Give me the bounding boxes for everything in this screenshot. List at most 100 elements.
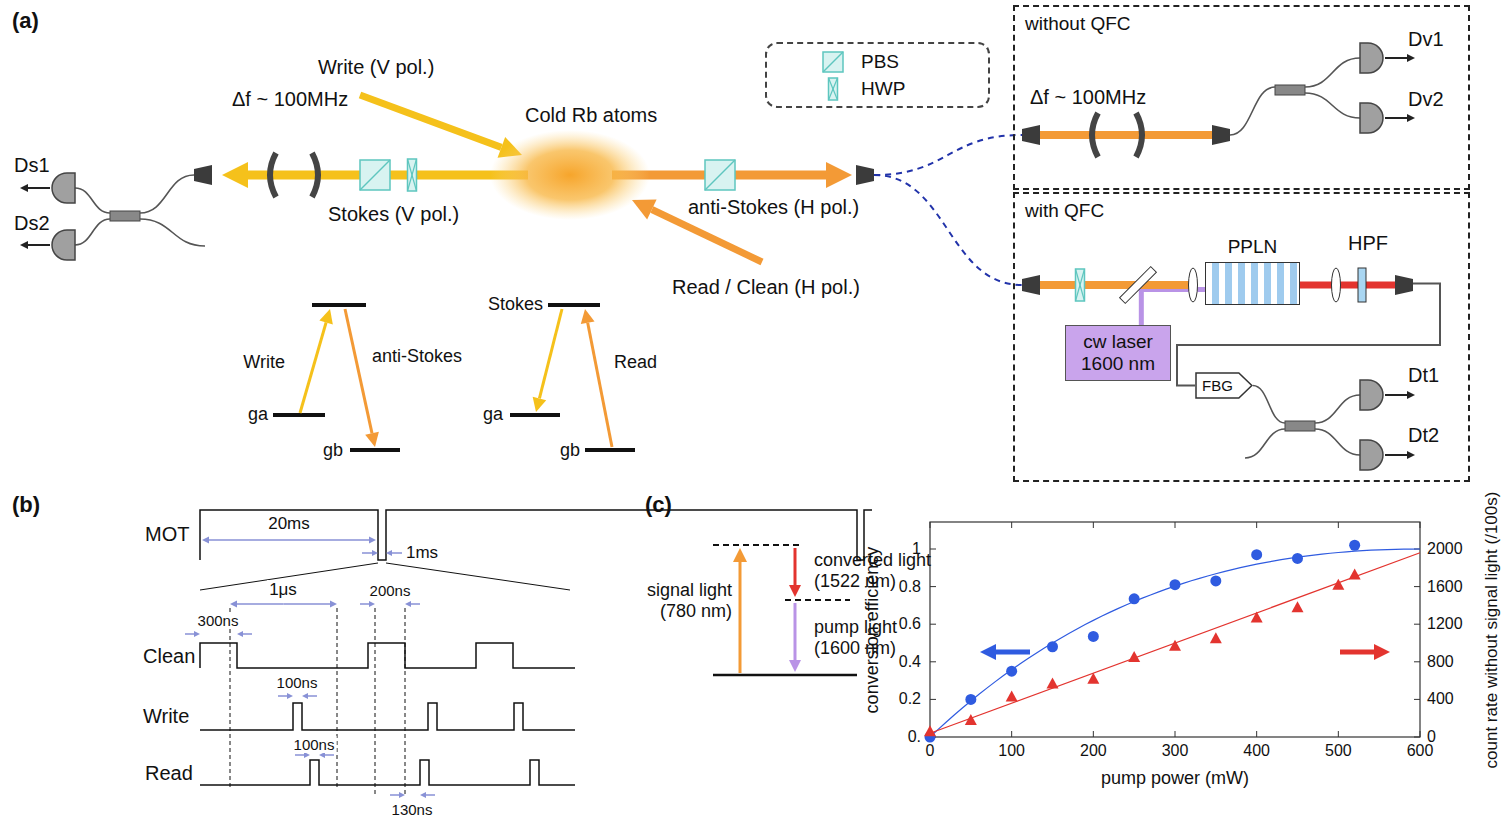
optical-fiber xyxy=(75,188,110,213)
lens xyxy=(1189,268,1198,302)
tick xyxy=(930,522,931,528)
count-point xyxy=(1292,601,1304,612)
tick xyxy=(1338,522,1339,528)
detector xyxy=(1360,440,1383,470)
figure-label: Read xyxy=(614,352,657,373)
figure-label: Ds2 xyxy=(14,212,50,235)
dimension-arrow-head xyxy=(420,792,426,798)
figure-label: pump power (mW) xyxy=(1101,768,1249,789)
collimator xyxy=(1212,125,1230,145)
dimension-arrow xyxy=(295,754,304,756)
optical-fiber xyxy=(1305,58,1360,87)
tick xyxy=(1256,522,1257,528)
waveplate xyxy=(408,159,417,191)
figure-label: Stokes xyxy=(488,294,543,315)
count-point xyxy=(965,714,977,725)
tick-label: 0.4 xyxy=(899,653,921,671)
cavity-mirror xyxy=(1136,113,1142,157)
dimension-arrow-head xyxy=(372,550,378,556)
efficiency-point xyxy=(1292,553,1303,564)
cavity-mirror xyxy=(270,153,276,197)
dimension-arrow-head xyxy=(399,792,405,798)
tick xyxy=(1175,731,1176,737)
read-waveform xyxy=(200,760,575,785)
detector xyxy=(52,173,75,203)
dimension-arrow xyxy=(243,633,252,635)
legend-item: PBS xyxy=(767,48,988,75)
converted-arrow xyxy=(794,548,797,585)
tick xyxy=(1338,731,1339,737)
converted-beam xyxy=(1300,282,1395,289)
figure-label: (b) xyxy=(12,492,40,517)
optical-fiber xyxy=(1230,87,1275,135)
waveplate-mark xyxy=(1076,269,1085,301)
output-arrow-head xyxy=(1407,451,1415,459)
mot-waveform xyxy=(200,510,872,560)
figure-label: 20ms xyxy=(266,514,312,534)
tick-label: 800 xyxy=(1427,653,1454,671)
output-arrow xyxy=(28,244,50,246)
collimator xyxy=(194,165,212,185)
tick xyxy=(1414,737,1420,738)
tick-label: 0.6 xyxy=(899,615,921,633)
figure-label: anti-Stokes xyxy=(372,346,462,367)
detector xyxy=(1360,380,1383,410)
tick xyxy=(1420,522,1421,528)
figure-label: ga xyxy=(483,404,503,425)
figure-label: gb xyxy=(323,440,343,461)
dimension-arrow-head xyxy=(194,631,200,637)
write-transition xyxy=(300,322,326,413)
tick xyxy=(1011,522,1012,528)
write-beam xyxy=(360,95,501,147)
dimension-arrow-head xyxy=(386,550,392,556)
fit-curve xyxy=(930,549,1420,737)
figure-label: 300ns xyxy=(196,612,241,629)
waveplate-mark xyxy=(1076,269,1085,301)
tick xyxy=(930,624,936,625)
figure-label: 130ns xyxy=(390,801,435,818)
dimension-arrow-head xyxy=(237,631,243,637)
pbs-cube xyxy=(823,52,843,72)
cavity-mirror xyxy=(1092,113,1098,157)
energy-level xyxy=(312,303,366,307)
output-arrow-head xyxy=(20,241,28,249)
tick-label: 500 xyxy=(1325,742,1352,760)
legend-box: PBS HWP xyxy=(765,42,990,108)
output-arrow-head xyxy=(1407,54,1415,62)
figure-label: Clean xyxy=(143,645,195,668)
dimension-arrow-head xyxy=(369,537,376,544)
legend-item: HWP xyxy=(767,75,988,102)
read-transition-head xyxy=(581,309,595,324)
pbs-diagonal xyxy=(705,160,735,190)
output-arrow xyxy=(1385,117,1407,119)
collimator xyxy=(1395,275,1413,295)
cavity-mirror xyxy=(312,153,318,197)
tick xyxy=(930,699,936,700)
tick xyxy=(1414,624,1420,625)
tick xyxy=(1093,522,1094,528)
tick-label: 1600 xyxy=(1427,577,1463,595)
count-point xyxy=(1332,579,1344,590)
figure-label: Write xyxy=(243,352,285,373)
figure-label: Stokes (V pol.) xyxy=(328,203,459,226)
axis-pointer-head xyxy=(1374,644,1390,660)
dimension-arrow xyxy=(185,633,194,635)
count-point xyxy=(1210,632,1222,643)
efficiency-point xyxy=(1349,540,1360,551)
read-transition xyxy=(588,323,612,447)
axis-pointer xyxy=(996,650,1030,655)
plot-frame xyxy=(930,522,1420,737)
axis-pointer-head xyxy=(980,644,996,660)
node-text: cw laser 1600 nm xyxy=(1072,331,1164,375)
waveplate xyxy=(829,78,838,100)
atom-cloud xyxy=(490,130,650,220)
figure-label: Dt2 xyxy=(1408,424,1439,447)
tick-label: 400 xyxy=(1427,690,1454,708)
legend-text: HWP xyxy=(861,78,905,100)
tick xyxy=(1011,731,1012,737)
lens xyxy=(1332,268,1341,302)
efficiency-point xyxy=(1210,575,1221,586)
dimension-arrow xyxy=(392,552,402,554)
count-point xyxy=(924,725,936,736)
